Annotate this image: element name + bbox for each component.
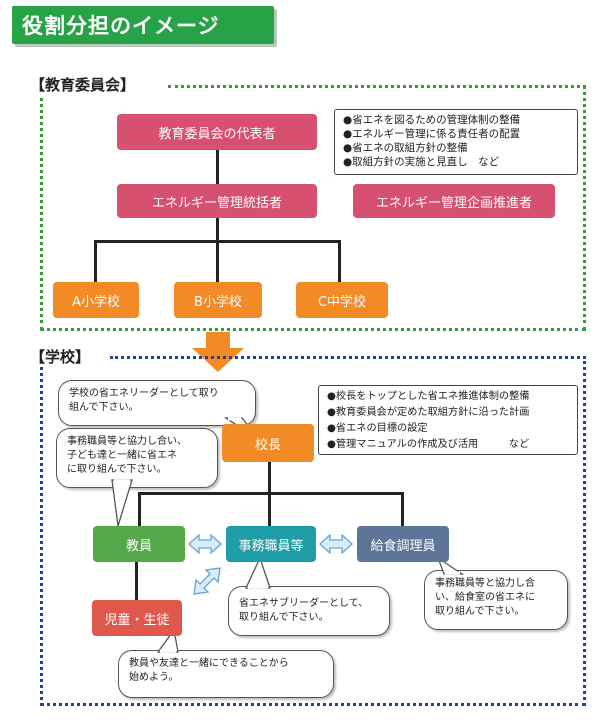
connector-line xyxy=(135,560,138,602)
school-frame-top-line xyxy=(110,356,586,359)
bubble-tail xyxy=(244,556,271,589)
connector-line xyxy=(94,240,97,284)
board-note-item: ●エネルギー管理に係る責任者の配置 xyxy=(343,128,521,140)
connector-line xyxy=(138,492,404,495)
connector-line xyxy=(216,240,219,284)
board-frame xyxy=(40,85,586,331)
connector-line xyxy=(138,492,141,528)
office-staff-box: 事務職員等 xyxy=(226,526,316,562)
down-arrow-icon xyxy=(192,332,244,372)
principal-box: 校長 xyxy=(222,424,314,462)
school-section-label: 【学校】 xyxy=(30,346,95,367)
office-speech-bubble: 省エネサブリーダーとして、 取り組んで下さい。 xyxy=(228,586,390,636)
bubble-tail xyxy=(436,556,465,575)
energy-manager-box: エネルギー管理統括者 xyxy=(117,184,317,218)
energy-planner-box: エネルギー管理企画推進者 xyxy=(353,184,555,218)
school-c-box: C中学校 xyxy=(296,282,388,318)
double-arrow-icon xyxy=(193,567,221,595)
school-note-item: ●教育委員会が定めた取組方針に沿った計画 xyxy=(327,407,530,418)
kitchen-speech-bubble: 事務職員等と協力し合 い、給食室の省エネに 取り組んで下さい。 xyxy=(424,570,568,630)
board-frame-top-line xyxy=(168,85,586,88)
principal-speech-text: 学校の省エネリーダーとして取り 組んで下さい。 xyxy=(69,388,219,413)
double-arrow-icon xyxy=(319,533,353,555)
school-a-box: A小学校 xyxy=(53,282,139,318)
board-note-item: ●取組方針の実施と見直し など xyxy=(343,156,500,168)
school-b-box: B小学校 xyxy=(174,282,262,318)
board-notes: ●省エネを図るための管理体制の整備 ●エネルギー管理に係る責任者の配置 ●省エネ… xyxy=(334,109,578,175)
kitchen-speech-text: 事務職員等と協力し合 い、給食室の省エネに 取り組んで下さい。 xyxy=(435,578,535,617)
school-note-item: ●管理マニュアルの作成及び活用 など xyxy=(327,439,530,450)
teacher-box: 教員 xyxy=(93,526,185,562)
kitchen-staff-box: 給食調理員 xyxy=(357,526,449,562)
teacher-speech-text: 事務職員等と協力し合い、 子ども達と一緒に省エネ に取り組んで下さい。 xyxy=(67,436,187,475)
connector-line xyxy=(216,216,219,242)
students-box: 児童・生徒 xyxy=(92,600,182,636)
board-note-item: ●省エネの取組方針の整備 xyxy=(343,142,468,154)
students-speech-text: 教員や友達と一緒にできることから 始めよう。 xyxy=(129,658,289,683)
connector-line xyxy=(216,148,219,186)
students-speech-bubble: 教員や友達と一緒にできることから 始めよう。 xyxy=(118,650,334,698)
board-note-item: ●省エネを図るための管理体制の整備 xyxy=(343,114,521,126)
principal-speech-bubble: 学校の省エネリーダーとして取り 組んで下さい。 xyxy=(58,380,256,426)
connector-line xyxy=(401,492,404,528)
school-notes: ●校長をトップとした省エネ推進体制の整備 ●教育委員会が定めた取組方針に沿った計… xyxy=(318,385,578,455)
board-representative-box: 教育委員会の代表者 xyxy=(117,114,317,150)
double-arrow-icon xyxy=(188,533,222,555)
teacher-speech-bubble: 事務職員等と協力し合い、 子ども達と一緒に省エネ に取り組んで下さい。 xyxy=(56,428,218,488)
bubble-tail xyxy=(111,479,133,527)
connector-line xyxy=(338,240,341,284)
school-note-item: ●省エネの目標の設定 xyxy=(327,423,428,434)
board-section-label: 【教育委員会】 xyxy=(30,74,140,95)
page-title: 役割分担のイメージ xyxy=(12,6,274,44)
school-note-item: ●校長をトップとした省エネ推進体制の整備 xyxy=(327,391,530,402)
school-frame xyxy=(40,356,586,706)
office-speech-text: 省エネサブリーダーとして、 取り組んで下さい。 xyxy=(239,598,369,623)
